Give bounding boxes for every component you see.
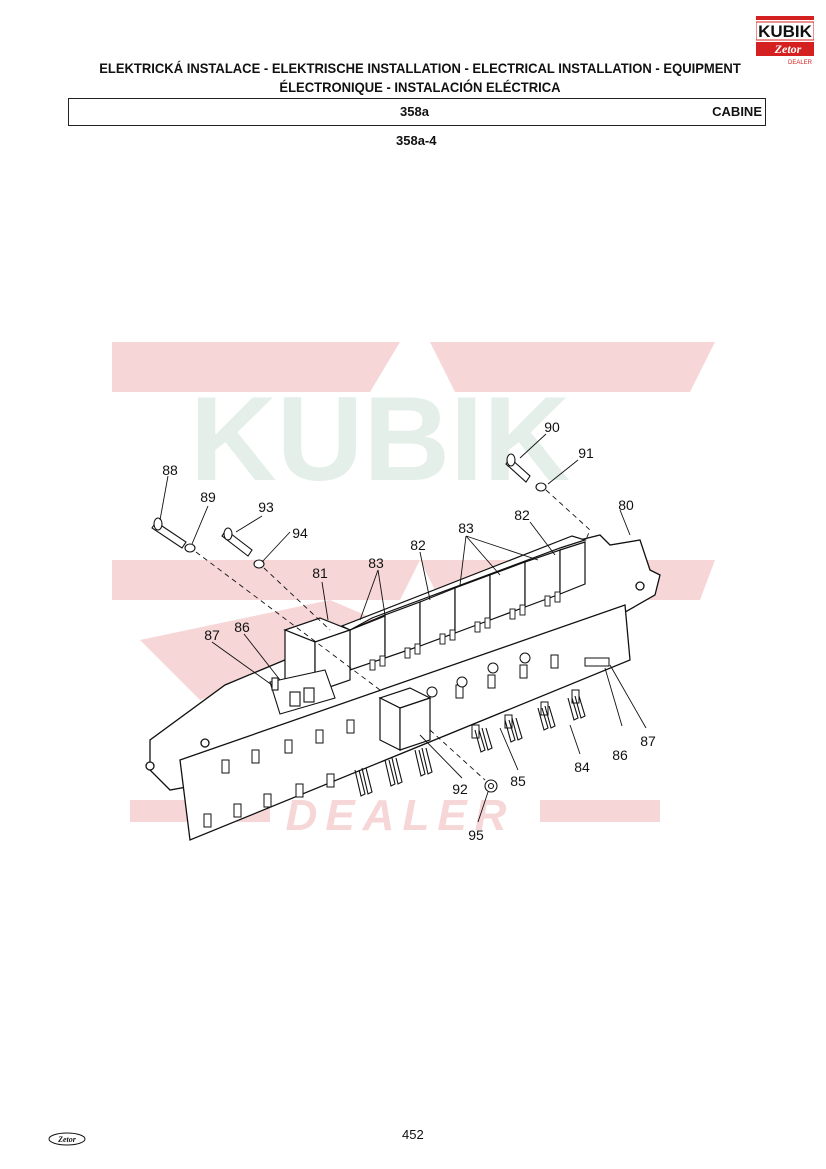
section-name: CABINE [712,104,762,119]
callout-88: 88 [162,462,178,478]
callout-85: 85 [510,773,526,789]
logo-tag-text: DEALER [788,60,813,66]
callout-82b: 82 [514,507,530,523]
callout-83a: 83 [368,555,384,571]
logo-brand-text: KUBIK [758,22,813,41]
logo-sub-text: Zetor [774,42,802,56]
callout-95: 95 [468,827,484,843]
fuse-holder [269,669,336,715]
section-code: 358a [400,104,429,119]
plate-slots [203,652,610,828]
callout-87a: 87 [204,627,220,643]
relay-terminals [369,591,561,671]
callout-86b: 86 [612,747,628,763]
callout-91: 91 [578,445,594,461]
callout-80: 80 [618,497,634,513]
figure-code: 358a-4 [396,133,437,148]
page-title-line-2: ÉLECTRONIQUE - INSTALACIÓN ELÉCTRICA [279,79,561,95]
watermark-sub-text: DEALER [286,791,515,840]
callout-82a: 82 [410,537,426,553]
zetor-footer-logo: Zetor [48,1132,86,1146]
callout-84: 84 [574,759,590,775]
callout-93: 93 [258,499,274,515]
watermark-brand-text: KUBIK [190,372,570,506]
page-number: 452 [402,1127,424,1142]
relay-92 [378,687,432,751]
page-title-line-1: ELEKTRICKÁ INSTALACE - ELEKTRISCHE INSTA… [99,60,741,76]
footer-logo-text: Zetor [57,1135,77,1144]
callout-89: 89 [200,489,216,505]
callout-labels: 80 81 82 82 83 83 84 85 86 86 87 87 88 8… [162,419,656,843]
screws [151,453,547,793]
parts-diagram: KUBIK DEALER [0,330,826,870]
callout-86a: 86 [234,619,250,635]
callout-83b: 83 [458,520,474,536]
relay-row [340,535,588,671]
section-header-box [68,98,766,126]
callout-81: 81 [312,565,328,581]
assembly-lines [195,489,591,781]
callout-92: 92 [452,781,468,797]
fuse-clips [354,695,586,797]
kubik-zetor-logo: KUBIK Zetor DEALER [755,16,815,70]
leader-lines [159,433,647,823]
callout-94: 94 [292,525,308,541]
callout-87b: 87 [640,733,656,749]
callout-90: 90 [544,419,560,435]
